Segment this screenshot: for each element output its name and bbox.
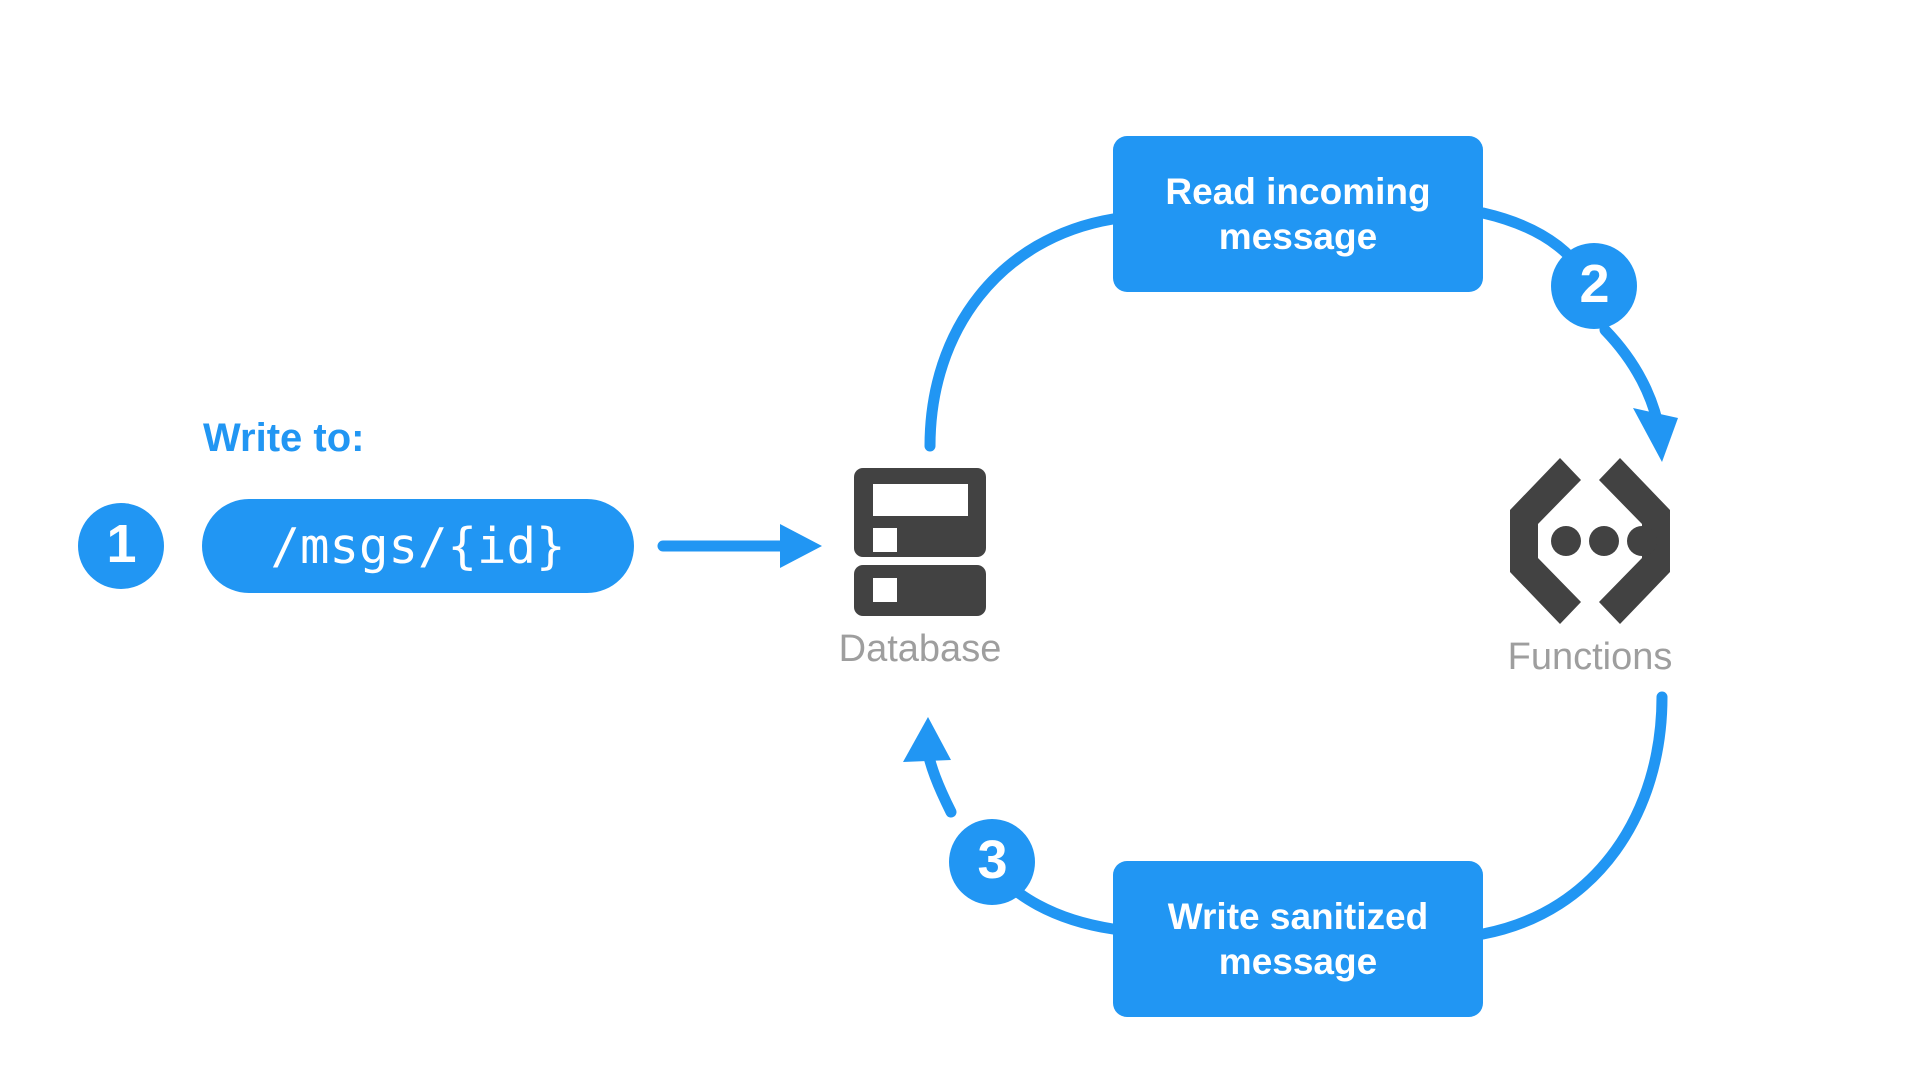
functions-label: Functions [1507,636,1673,678]
action-box-read-incoming: Read incoming message [1113,136,1483,292]
action-box-write-sanitized: Write sanitized message [1113,861,1483,1017]
step-badge-2-number: 2 [1579,254,1609,314]
connector-database-to-read [924,213,1119,452]
action-box-write-sanitized-line1: Write sanitized [1167,895,1429,937]
write-to-label: Write to: [203,416,365,460]
database-icon [854,468,986,616]
database-path-value: /msgs/{id} [270,517,566,575]
node-functions: Functions [1440,458,1740,676]
database-label: Database [838,628,1002,670]
action-box-read-incoming-line2: message [1218,216,1378,257]
node-database: Database [790,468,1050,668]
step-badge-3-number: 3 [977,830,1007,890]
step-badge-3: 3 [949,819,1035,905]
action-box-read-incoming-line1: Read incoming [1165,170,1431,212]
action-box-write-sanitized-line2: message [1218,941,1378,982]
step-badge-2: 2 [1551,243,1637,329]
step-badge-1-number: 1 [106,514,136,574]
functions-braces-icon [1504,458,1676,624]
connector-functions-to-write [1477,691,1668,940]
step-badge-1: 1 [78,503,164,589]
database-path-pill: /msgs/{id} [202,499,634,593]
